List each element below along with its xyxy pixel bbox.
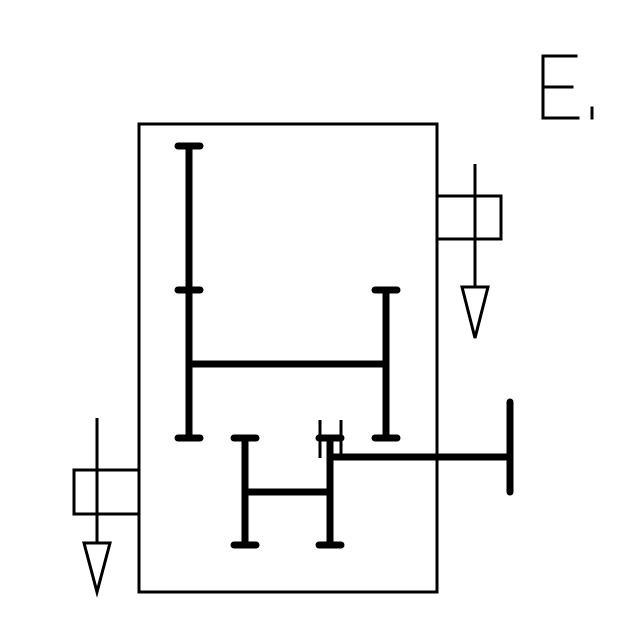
- right-arrow-icon: [460, 164, 490, 339]
- output-shaft-assembly: [318, 398, 514, 496]
- lower-gear-assembly: [230, 434, 345, 549]
- upper-gear-assembly: [174, 142, 401, 442]
- gearbox-housing: [137, 122, 439, 594]
- left-arrow-icon: [82, 418, 112, 598]
- right-bearing-box: [435, 194, 503, 241]
- diagram-label: E.: [541, 54, 594, 120]
- left-bearing-box: [72, 468, 141, 516]
